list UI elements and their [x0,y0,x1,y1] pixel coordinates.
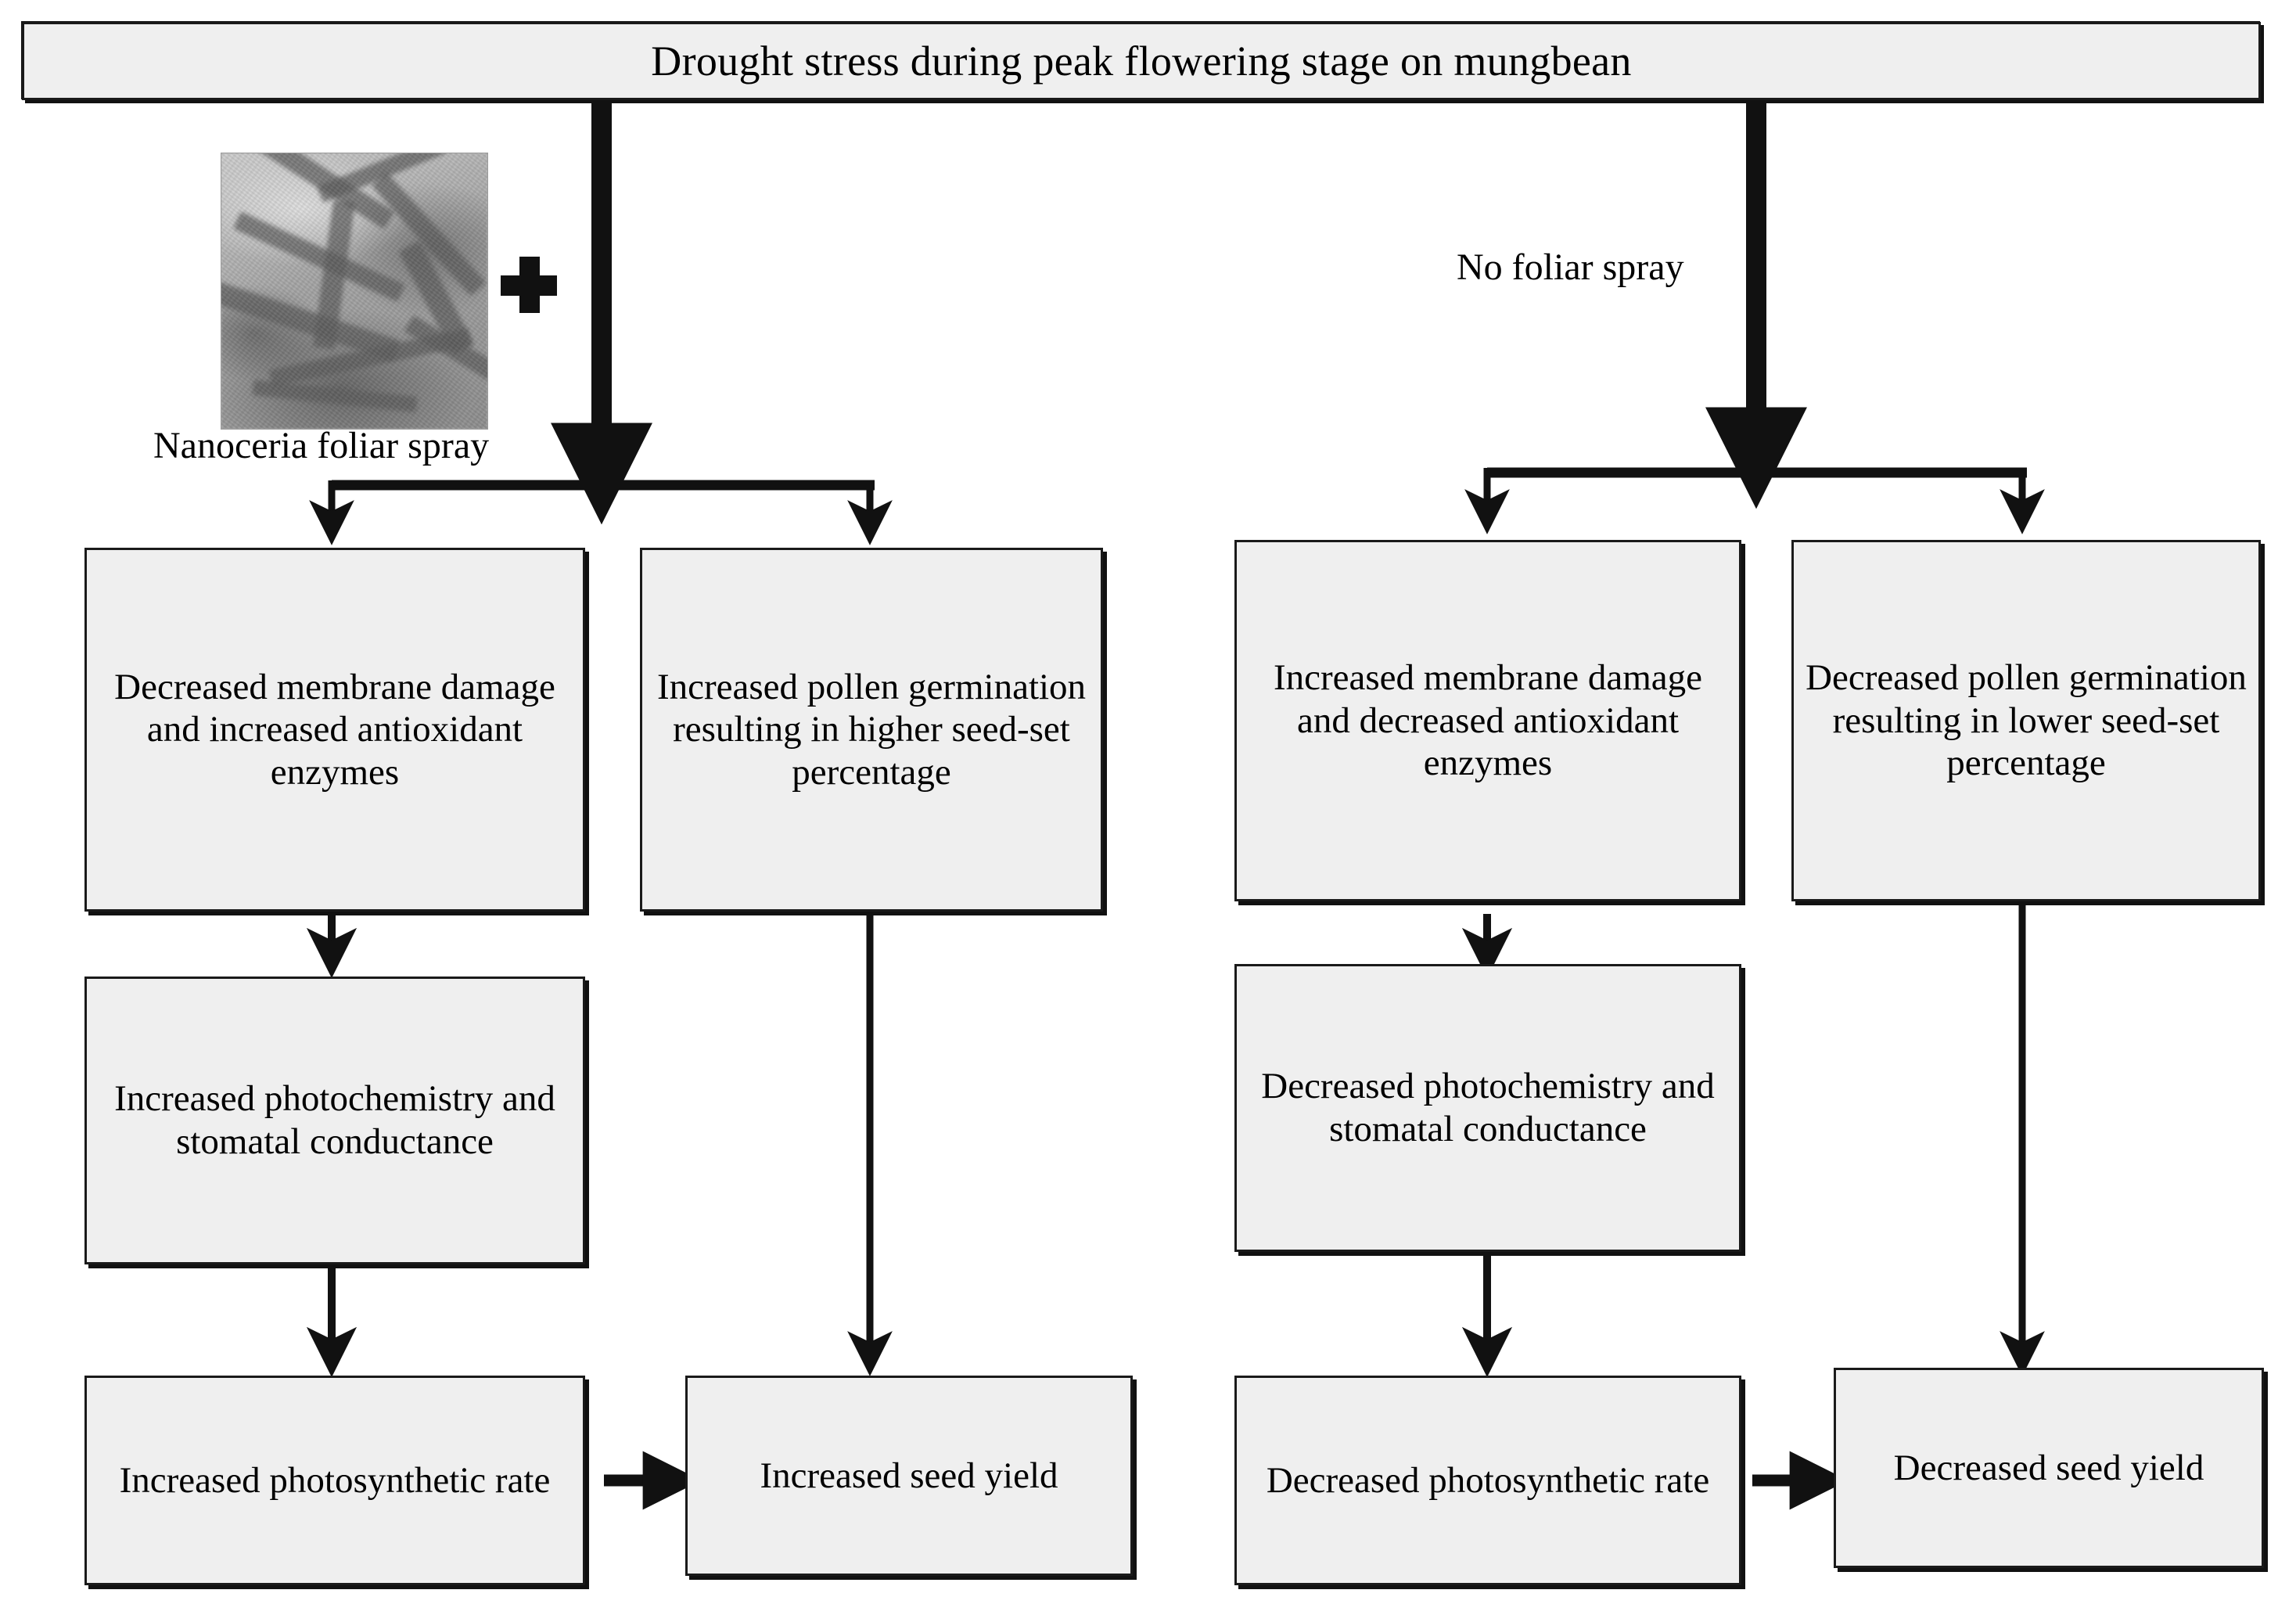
node-right-membrane: Increased membrane damage and decreased … [1234,540,1741,901]
plus-icon [501,257,557,313]
tem-nanoceria-image [221,153,487,429]
node-right-pollen: Decreased pollen germination resulting i… [1791,540,2261,901]
node-left-yield: Increased seed yield [685,1376,1133,1576]
node-left-photochem: Increased photochemistry and stomatal co… [84,977,585,1264]
node-right-photosynth: Decreased photosynthetic rate [1234,1376,1741,1585]
node-left-pollen: Increased pollen germination resulting i… [640,548,1103,912]
right-trunk-arrow [1464,102,2045,534]
node-left-membrane: Decreased membrane damage and increased … [84,548,585,912]
left-branch-caption: Nanoceria foliar spray [153,425,490,466]
page-title: Drought stress during peak flowering sta… [651,38,1632,85]
node-left-photosynth: Increased photosynthetic rate [84,1376,585,1585]
tem-grain-overlay [221,153,487,429]
chart-title-box: Drought stress during peak flowering sta… [22,22,2261,100]
node-right-yield: Decreased seed yield [1834,1368,2264,1568]
node-right-photochem: Decreased photochemistry and stomatal co… [1234,964,1741,1252]
right-branch-caption: No foliar spray [1457,246,1684,288]
